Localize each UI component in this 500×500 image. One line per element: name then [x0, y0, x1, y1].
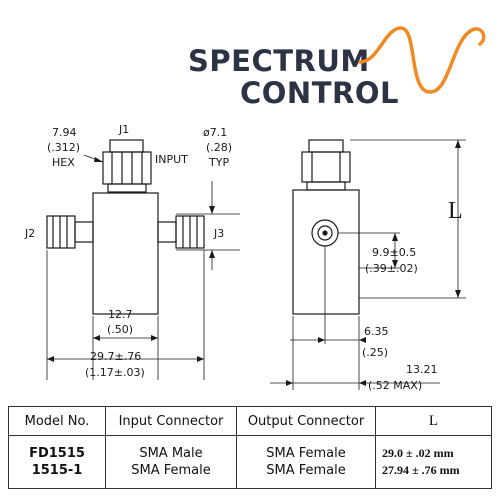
logo-line-2: CONTROL: [240, 76, 399, 110]
hex-label-2: (.312): [47, 141, 80, 154]
side-hex-nut: [301, 151, 351, 183]
cell-models: FD1515 1515-1: [8, 435, 106, 489]
dim-13-21-mm: 13.21: [406, 363, 438, 376]
side-body: [292, 189, 360, 315]
input-connector-2: SMA Female: [131, 463, 211, 478]
model-2: 1515-1: [31, 463, 83, 478]
dim-12-7-mm: 12.7: [108, 308, 133, 321]
table-row: FD1515 1515-1 SMA Male SMA Female SMA Fe…: [8, 435, 492, 489]
dim-9-9-in: (.39±.02): [365, 262, 418, 275]
cell-lengths: 29.0 ± .02 mm 27.94 ± .76 mm: [375, 435, 492, 489]
dim-12-7-in: (.50): [107, 323, 133, 336]
spec-table: Model No. Input Connector Output Connect…: [8, 406, 492, 489]
input-connector-1: SMA Male: [139, 446, 203, 461]
dia-label-2: (.28): [206, 141, 232, 154]
length-L-label: L: [448, 198, 463, 224]
cell-output-connectors: SMA Female SMA Female: [236, 435, 376, 489]
dimension-arrows: [47, 140, 461, 386]
dim-9-9-mm: 9.9±0.5: [372, 246, 416, 259]
header-input: Input Connector: [105, 406, 237, 436]
hex-label-1: 7.94: [52, 126, 77, 139]
spectrum-control-logo: SPECTRUM CONTROL: [188, 26, 486, 110]
header-length: L: [375, 406, 492, 436]
length-1: 29.0 ± .02 mm: [382, 446, 454, 460]
dim-6-35-in: (.25): [362, 346, 388, 359]
length-2: 27.94 ± .76 mm: [382, 463, 460, 477]
header-model: Model No.: [8, 406, 106, 436]
output-connector-2: SMA Female: [266, 463, 346, 478]
j2-connector: [46, 215, 76, 249]
j1-connector-tip: [109, 139, 144, 153]
logo-wave-icon: [358, 26, 486, 94]
j1-label: J1: [118, 123, 129, 136]
hex-label-3: HEX: [52, 156, 75, 169]
dia-label-3: TYP: [208, 156, 229, 169]
dim-29-7-mm: 29.7±.76: [90, 350, 141, 363]
dim-13-21-in: (.52 MAX): [368, 379, 422, 392]
table-header-row: Model No. Input Connector Output Connect…: [8, 406, 492, 436]
dia-label-1: ø7.1: [203, 126, 227, 139]
input-label: INPUT: [155, 153, 188, 166]
cell-input-connectors: SMA Male SMA Female: [105, 435, 237, 489]
j1-hex-nut: [102, 151, 152, 185]
side-connector-tip: [308, 139, 344, 153]
divider-body: [92, 192, 159, 315]
front-view: [46, 139, 240, 380]
side-port-inner: [317, 225, 333, 241]
j3-label: J3: [213, 227, 224, 240]
header-output: Output Connector: [236, 406, 376, 436]
j2-label: J2: [24, 227, 35, 240]
dim-6-35-mm: 6.35: [364, 325, 389, 338]
output-connector-1: SMA Female: [266, 446, 346, 461]
logo-line-1: SPECTRUM: [188, 44, 370, 78]
dim-29-7-in: (1.17±.03): [85, 366, 145, 379]
model-1: FD1515: [29, 446, 85, 461]
